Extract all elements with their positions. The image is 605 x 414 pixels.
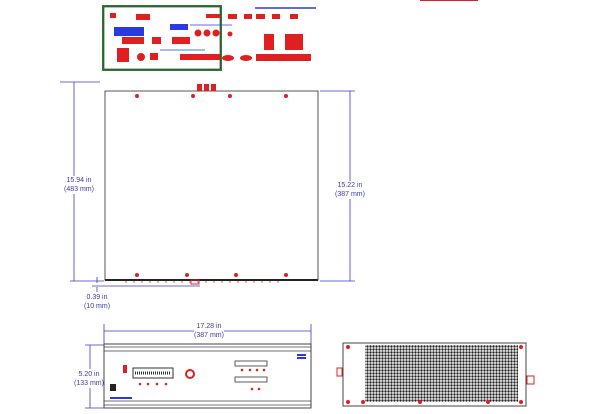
side-view <box>336 342 535 407</box>
rear-panel-view <box>102 5 316 71</box>
height-metric: (133 mm) <box>74 380 104 387</box>
knob-icon <box>185 369 195 379</box>
width-label: 17.28 in (387 mm) <box>194 322 224 340</box>
depth-overall-metric: (483 mm) <box>64 186 94 193</box>
height-imperial: 5.20 in <box>78 371 100 378</box>
depth-overall-imperial: 15.94 in <box>66 177 92 184</box>
depth-overall-label: 15.94 in (483 mm) <box>64 176 94 194</box>
depth-body-label: 15.22 in (387 mm) <box>335 181 365 199</box>
depth-body-imperial: 15.22 in <box>337 182 363 189</box>
height-label: 5.20 in (133 mm) <box>74 370 104 388</box>
width-metric: (387 mm) <box>194 332 224 339</box>
port-icon <box>110 13 116 18</box>
front-view <box>103 343 312 409</box>
offset-label: 0.39 in (10 mm) <box>84 293 110 311</box>
top-view <box>60 81 355 285</box>
dimension-lines <box>70 82 355 409</box>
offset-metric: (10 mm) <box>83 303 111 310</box>
depth-body-metric: (387 mm) <box>335 191 365 198</box>
offset-imperial: 0.39 in <box>86 294 108 301</box>
width-imperial: 17.28 in <box>196 323 222 330</box>
vent-grille <box>365 345 518 402</box>
